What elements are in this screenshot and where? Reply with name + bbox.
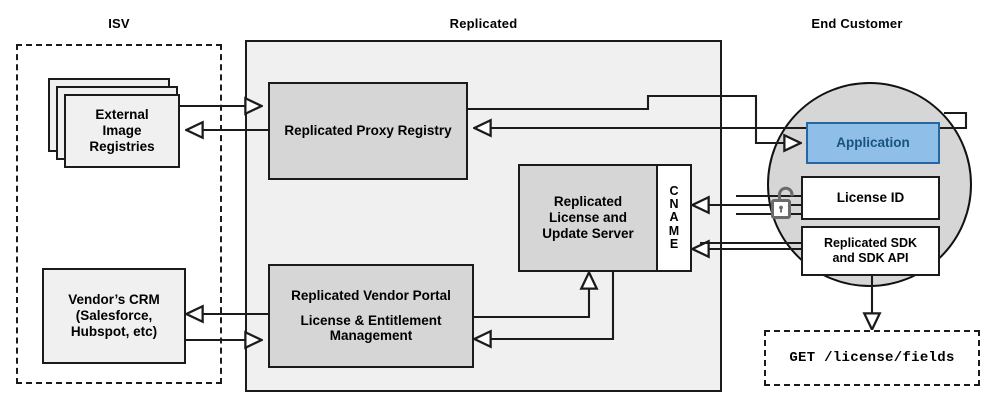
cname-letter-m: M <box>668 223 680 238</box>
zone-title-isv: ISV <box>108 16 130 31</box>
license-server-line-3: Update Server <box>542 225 634 241</box>
customer-replicated-sdk[interactable]: Replicated SDK and SDK API <box>801 226 940 276</box>
replicated-proxy-registry[interactable]: Replicated Proxy Registry <box>268 82 468 180</box>
vendor-portal-line-3: Management <box>329 328 413 344</box>
vendor-portal-title: Replicated Vendor Portal <box>291 287 451 303</box>
customer-application-label: Application <box>836 135 910 151</box>
customer-replicated-sdk-line-1: Replicated SDK <box>823 236 918 251</box>
customer-replicated-sdk-line-2: and SDK API <box>832 251 909 265</box>
edge-application-to-proxy <box>474 111 968 128</box>
replicated-proxy-registry-label: Replicated Proxy Registry <box>284 123 452 139</box>
external-image-registries-line-3: Registries <box>89 138 155 154</box>
customer-license-id-label: License ID <box>836 190 905 206</box>
replicated-vendor-portal[interactable]: Replicated Vendor Portal License & Entit… <box>268 264 474 368</box>
edge-license-server-to-portal <box>474 271 615 339</box>
unlocked-padlock-icon <box>768 182 802 224</box>
isv-zone <box>16 44 222 384</box>
external-image-registries-line-2: Image <box>102 123 142 139</box>
license-fields-api-box[interactable]: GET /license/fields <box>764 330 980 386</box>
zone-title-end-customer: End Customer <box>811 16 903 31</box>
vendors-crm-line-2: (Salesforce, <box>75 308 153 324</box>
cname-endpoint[interactable]: C N A M E <box>656 164 692 272</box>
cname-letter-a: A <box>669 210 679 225</box>
vendors-crm[interactable]: Vendor’s CRM (Salesforce, Hubspot, etc) <box>42 268 186 364</box>
license-server-line-1: Replicated <box>553 194 623 210</box>
zone-title-replicated: Replicated <box>449 16 518 31</box>
external-image-registries[interactable]: External Image Registries <box>64 94 180 168</box>
customer-license-id[interactable]: License ID <box>801 176 940 220</box>
cname-letter-e: E <box>669 236 679 251</box>
vendors-crm-line-1: Vendor’s CRM <box>68 292 160 308</box>
external-image-registries-line-1: External <box>95 107 149 123</box>
customer-application[interactable]: Application <box>806 122 940 164</box>
replicated-license-update-server[interactable]: Replicated License and Update Server <box>518 164 658 272</box>
cname-letter-n: N <box>669 197 679 212</box>
edge-portal-to-license-server <box>468 272 589 319</box>
license-server-line-2: License and <box>548 210 627 226</box>
license-fields-api-label: GET /license/fields <box>789 350 955 366</box>
cname-letter-c: C <box>669 183 679 198</box>
vendor-portal-line-2: License & Entitlement <box>300 312 442 328</box>
vendors-crm-line-3: Hubspot, etc) <box>70 323 158 339</box>
edge-proxy-to-application <box>468 94 801 143</box>
